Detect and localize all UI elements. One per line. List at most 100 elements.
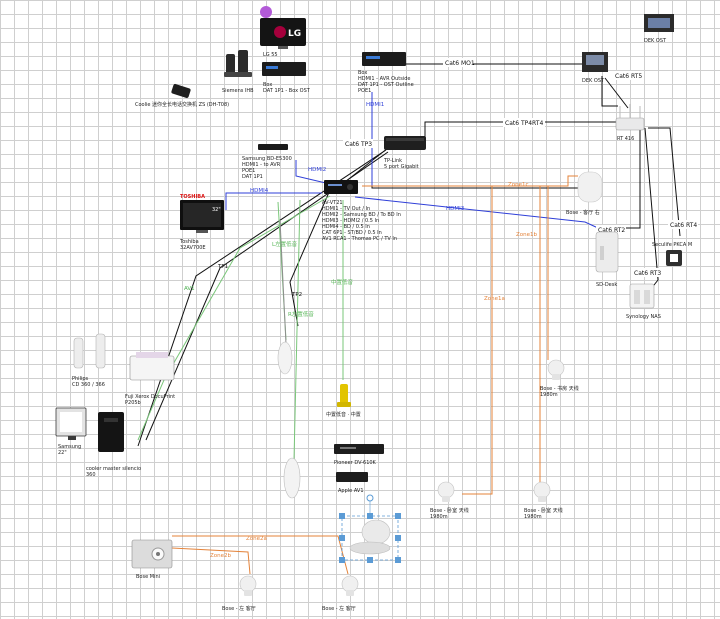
avr-label: AV-VT21 HDMI1 - TV Out / In HDMI2 - Sams… [322,200,402,242]
speaker-center-label: 中置低音 · 中置 [326,411,361,418]
label-hdmi4: HDMI4 [250,188,269,194]
cable-router-to-pc-a[interactable] [612,128,641,229]
cable-router-to-nas[interactable] [644,127,659,291]
device-bose-controller[interactable]: Bose Mini [131,539,173,580]
bose-bed-icon [437,481,455,499]
cable-hdmi2[interactable] [295,160,331,185]
device-router[interactable]: RT 416 [615,104,645,142]
cable-cat6-tp4rt4[interactable] [424,121,618,140]
device-bose-left[interactable]: Bose - 左 客厅 [222,575,257,612]
synology-icon [629,283,655,309]
toshiba-brand: TOSHIBA [180,194,205,200]
coolie-icon [171,83,191,99]
cable-avr-to-pc[interactable] [289,189,331,327]
samsung-bd-icon [258,144,288,150]
device-dek-ost[interactable]: DEK OST [644,14,674,44]
label-cat6-tp4rt4: Cat6 TP4RT4 [505,120,543,127]
siemens-phone-icon [226,54,235,76]
cable-hdmi3[interactable] [354,196,599,229]
resize-handle-ne[interactable] [395,513,401,519]
bose-mid-icon [341,575,359,593]
device-apple-av[interactable]: Apple AV1 [336,472,368,494]
cable-router-to-cam[interactable] [648,127,681,237]
device-lg-tv[interactable]: LG LG 55 [260,6,306,58]
siemens-label: Siemens IHB [222,88,254,94]
device-bose-right[interactable]: Bose - 客厅 右 [566,171,603,216]
apple-av-label: Apple AV1 [338,488,364,494]
resize-handle-w[interactable] [339,535,345,541]
resize-handle-nw[interactable] [339,513,345,519]
resize-handle-s[interactable] [367,557,373,563]
device-pioneer[interactable]: Pioneer DV-610K [334,444,384,466]
pioneer-label: Pioneer DV-610K [334,460,377,466]
label-zone1b: Zone1b [516,232,538,238]
label-cat6-rt5: Cat6 RT5 [615,73,642,80]
device-speaker-l[interactable] [277,341,293,375]
resize-handle-sw[interactable] [339,557,345,563]
cable-labels: Cat6 MO1 Cat6 RT5 Cat6 TP4RT4 Cat6 TP3 H… [184,58,698,559]
device-coolie[interactable]: Coolie 迷你全长电话交换机 ZS (DH-T08) [135,83,229,108]
device-siemens-phones[interactable]: Siemens IHB [222,50,254,94]
label-hdmi3: HDMI3 [446,206,465,212]
device-security-cam[interactable]: Seculife PKCA M [652,242,692,266]
label-hdmi1-top: HDMI1 [366,102,384,108]
label-cat6-rt3: Cat6 RT3 [634,270,661,277]
label-zone2a: Zone2a [246,536,267,542]
svg-text:LG: LG [288,29,301,39]
cable-hdmi4[interactable] [225,192,322,210]
cable-zone1a[interactable] [462,186,493,495]
speaker-r-icon [283,457,301,499]
cable-tplink-to-tv[interactable] [137,149,387,447]
lg-badge-icon [260,6,272,18]
device-speaker-center[interactable]: 中置低音 · 中置 [326,384,361,418]
label-cat6-rt4: Cat6 RT4 [670,222,697,229]
pioneer-icon [334,444,384,454]
cable-dek-to-router[interactable] [604,77,629,109]
router-icon [615,117,645,131]
cable-zone1c[interactable] [362,175,578,187]
device-speaker-r[interactable] [283,457,301,499]
cable-r-low[interactable] [293,199,301,461]
mini-box-icon [362,52,406,66]
device-mac[interactable]: SD-Desk [595,231,619,288]
device-bose-soundtouch-selected[interactable] [339,494,401,563]
cable-gray-speaker[interactable] [279,219,287,345]
rotate-handle[interactable] [366,494,374,502]
device-dek-ost-2[interactable]: DEK OST [582,52,608,84]
resize-handle-n[interactable] [367,513,373,519]
device-synology[interactable]: Synology NAS [626,283,661,320]
label-cat6-mo1: Cat6 MO1 [445,60,475,67]
resize-handle-e[interactable] [395,535,401,541]
lg-label: LG 55 [263,52,278,58]
label-cat6-tp3: Cat6 TP3 [345,141,372,148]
device-bose-mid[interactable]: Bose - 左 客厅 [322,575,359,612]
cable-zone2b[interactable] [171,547,251,575]
cable-cat6-rt5[interactable] [601,76,618,107]
label-zone2b: Zone2b [210,553,232,559]
resize-handle-se[interactable] [395,557,401,563]
router-label: RT 416 [617,136,634,142]
bose-left-icon [239,575,257,593]
bose-study-icon [533,481,551,499]
label-zone1c: Zone1c [508,182,529,188]
cable-av1[interactable] [137,195,331,441]
label-tp1: TP1 [217,264,228,270]
device-avr[interactable]: AV-VT21 HDMI1 - TV Out / In HDMI2 - Sams… [322,180,402,242]
